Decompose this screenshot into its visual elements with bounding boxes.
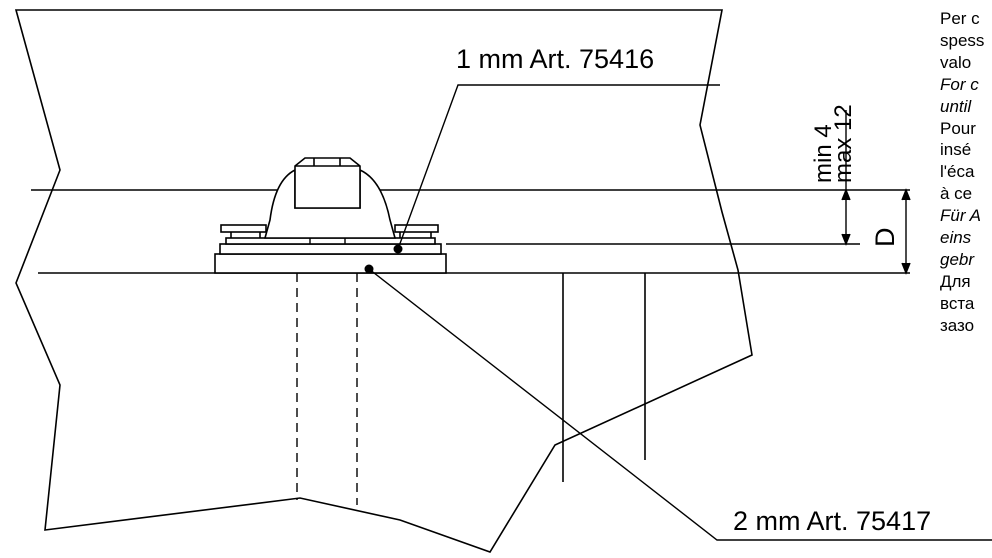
note-line: eins xyxy=(940,228,972,248)
note-line: until xyxy=(940,96,972,116)
leader-dot-2mm xyxy=(364,264,374,274)
shim-plate-1mm xyxy=(219,243,442,255)
note-line: Pour xyxy=(940,118,976,138)
note-line: For c xyxy=(940,74,979,94)
part-outline xyxy=(14,9,753,553)
note-line: valo xyxy=(940,52,972,72)
note-line: gebr xyxy=(940,249,975,269)
base-plate-2mm xyxy=(214,253,447,274)
note-line: l'éca xyxy=(940,162,975,182)
dim-d-label: D xyxy=(870,227,900,248)
note-line: Per c xyxy=(940,9,980,28)
callout-1mm-label: 1 mm Art. 75416 xyxy=(456,44,655,74)
note-line: Для xyxy=(940,271,971,291)
note-line: à ce xyxy=(940,184,973,204)
callout-2mm-label: 2 mm Art. 75417 xyxy=(733,506,932,536)
note-line: Für A xyxy=(940,206,981,226)
clamp-right xyxy=(394,224,439,233)
leader-2mm xyxy=(368,268,992,541)
note-line: вста xyxy=(940,293,975,313)
dim-max-label: max 12 xyxy=(830,104,857,183)
leader-dot-1mm xyxy=(393,244,403,254)
shim-plate-top xyxy=(225,237,436,245)
note-line: spess xyxy=(940,30,985,50)
clamp-left xyxy=(220,224,267,233)
note-line: insé xyxy=(940,140,972,160)
leader-1mm xyxy=(397,84,720,250)
instruction-note: Per c spess valo For c until Pour insé l… xyxy=(940,8,992,337)
mounting-assembly xyxy=(214,157,447,274)
note-line: зазо xyxy=(940,315,975,335)
